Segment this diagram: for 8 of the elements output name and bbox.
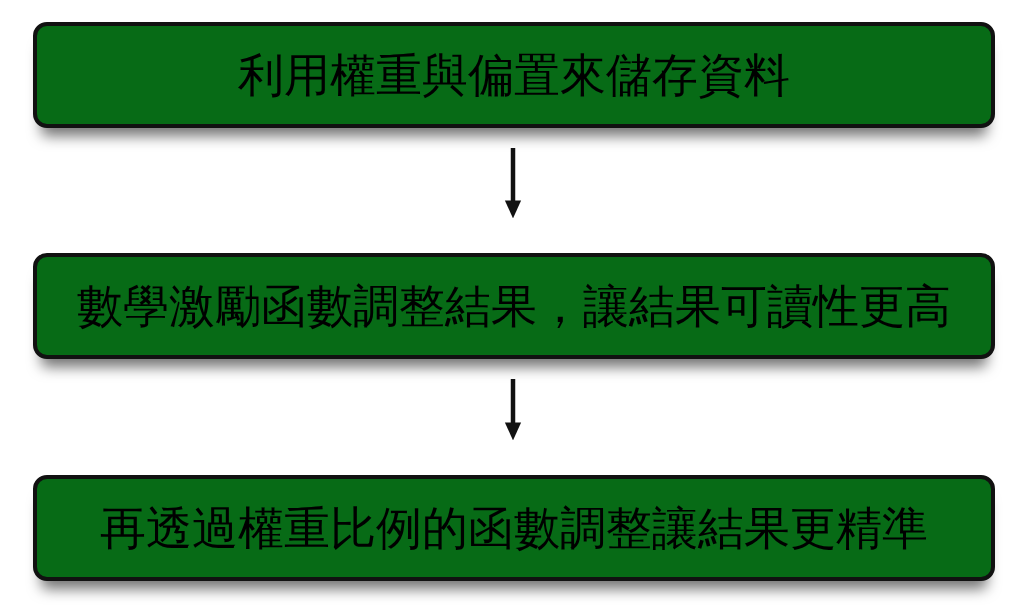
step-text: 再透過權重比例的函數調整讓結果更精準 [99, 501, 929, 555]
arrow [504, 379, 522, 441]
step-text: 利用權重與偏置來儲存資料 [237, 48, 791, 102]
process-box [33, 22, 995, 128]
step-text: 數學激勵函數調整結果，讓結果可讀性更高 [76, 279, 952, 333]
process-box [33, 253, 995, 359]
process-box [33, 475, 995, 581]
arrow [504, 148, 522, 219]
